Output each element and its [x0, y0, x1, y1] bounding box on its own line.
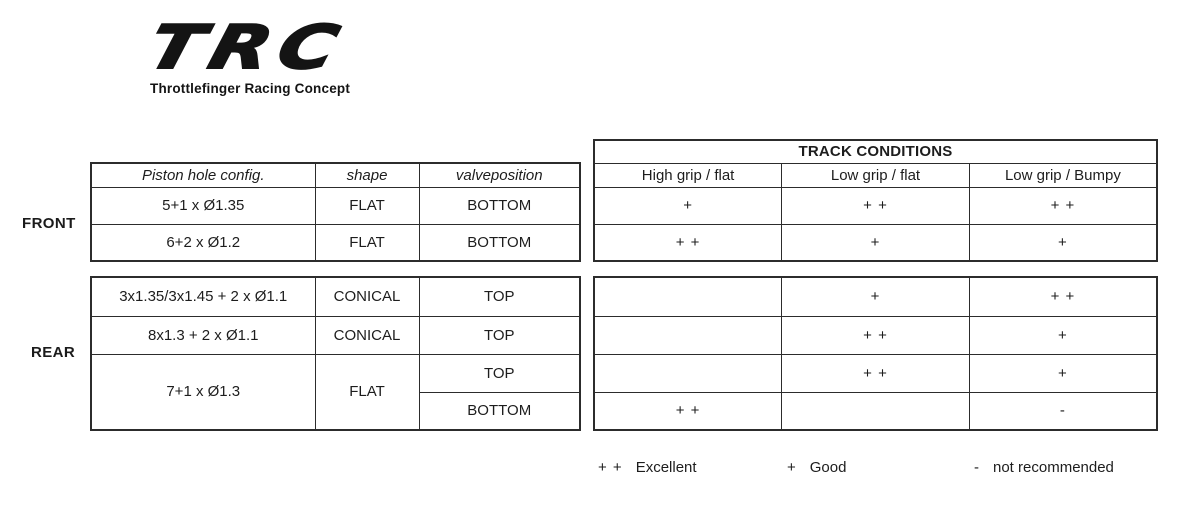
rating-cell: + +	[593, 391, 783, 431]
table-row: + + +	[593, 353, 1158, 393]
legend-item-good: + Good	[787, 459, 846, 476]
front-ratings-table: TRACK CONDITIONS High grip / flat Low gr…	[593, 139, 1158, 262]
piston-config-cell: 5+1 x Ø1.35	[90, 186, 316, 225]
piston-config-cell: 6+2 x Ø1.2	[90, 223, 316, 262]
rating-cell: -	[968, 391, 1158, 431]
shape-column-header: shape	[314, 162, 420, 188]
rear-ratings-table: + + + + + + + + + + + -	[593, 276, 1158, 431]
rating-cell: + +	[781, 186, 970, 225]
piston-config-column-header: Piston hole config.	[90, 162, 316, 188]
valveposition-cell: TOP	[418, 276, 581, 317]
valveposition-cell: BOTTOM	[418, 223, 581, 262]
valveposition-cell: TOP	[418, 353, 581, 393]
rating-cell: +	[781, 276, 970, 317]
front-config-table: Piston hole config. shape valveposition …	[90, 162, 581, 262]
trc-logo-tagline: Throttlefinger Racing Concept	[150, 81, 351, 96]
rating-cell: + +	[781, 353, 970, 393]
piston-config-cell: 7+1 x Ø1.3	[90, 353, 316, 431]
legend-symbol: + +	[598, 459, 623, 476]
rating-cell: +	[968, 353, 1158, 393]
trc-logo-wordmark: TRC	[139, 12, 355, 84]
rating-cell: + +	[968, 276, 1158, 317]
piston-config-cell: 3x1.35/3x1.45 + 2 x Ø1.1	[90, 276, 316, 317]
table-row: 3x1.35/3x1.45 + 2 x Ø1.1 CONICAL TOP	[90, 276, 581, 317]
valveposition-cell: BOTTOM	[418, 391, 581, 431]
rating-legend: + + Excellent + Good - not recommended	[594, 459, 1160, 479]
valveposition-cell: BOTTOM	[418, 186, 581, 225]
rating-cell	[593, 276, 783, 317]
rear-config-table: 3x1.35/3x1.45 + 2 x Ø1.1 CONICAL TOP 8x1…	[90, 276, 581, 431]
table-row: TRACK CONDITIONS	[593, 139, 1158, 164]
rating-cell: +	[781, 223, 970, 262]
shape-cell: FLAT	[314, 186, 420, 225]
table-row: 7+1 x Ø1.3 FLAT TOP	[90, 353, 581, 431]
legend-item-not-recommended: - not recommended	[974, 459, 1114, 476]
legend-symbol: -	[974, 459, 980, 476]
table-row: Piston hole config. shape valveposition	[90, 162, 581, 188]
legend-label: Excellent	[635, 459, 697, 476]
rating-cell: + +	[968, 186, 1158, 225]
shape-cell: FLAT	[314, 223, 420, 262]
condition-header-high-grip-flat: High grip / flat	[593, 162, 783, 188]
rating-cell: +	[968, 223, 1158, 262]
rating-cell: + +	[781, 315, 970, 355]
piston-config-cell: 8x1.3 + 2 x Ø1.1	[90, 315, 316, 355]
table-row: + + -	[593, 391, 1158, 431]
rear-section-label: REAR	[31, 344, 76, 361]
shape-cell: CONICAL	[314, 276, 420, 317]
valveposition-cell: TOP	[418, 315, 581, 355]
rating-cell: +	[968, 315, 1158, 355]
rating-cell: +	[593, 186, 783, 225]
condition-header-low-grip-bumpy: Low grip / Bumpy	[968, 162, 1158, 188]
legend-item-excellent: + + Excellent	[598, 459, 697, 476]
table-row: 6+2 x Ø1.2 FLAT BOTTOM	[90, 223, 581, 262]
rating-cell	[781, 391, 970, 431]
table-row: + + + + +	[593, 186, 1158, 225]
table-row: + + + +	[593, 223, 1158, 262]
legend-label: Good	[809, 459, 847, 476]
legend-label: not recommended	[993, 459, 1114, 476]
track-conditions-header: TRACK CONDITIONS	[593, 139, 1158, 164]
table-row: 8x1.3 + 2 x Ø1.1 CONICAL TOP	[90, 315, 581, 355]
table-row: + + +	[593, 276, 1158, 317]
rating-cell	[593, 353, 783, 393]
front-section-label: FRONT	[22, 215, 76, 232]
table-row: 5+1 x Ø1.35 FLAT BOTTOM	[90, 186, 581, 225]
shape-cell: FLAT	[314, 353, 420, 431]
shape-cell: CONICAL	[314, 315, 420, 355]
table-row: + + +	[593, 315, 1158, 355]
condition-header-low-grip-flat: Low grip / flat	[781, 162, 970, 188]
table-row: BOTTOM	[91, 391, 581, 431]
rating-cell	[593, 315, 783, 355]
table-row: High grip / flat Low grip / flat Low gri…	[593, 162, 1158, 188]
rating-cell: + +	[593, 223, 783, 262]
valveposition-column-header: valveposition	[418, 162, 581, 188]
legend-symbol: +	[787, 459, 797, 476]
